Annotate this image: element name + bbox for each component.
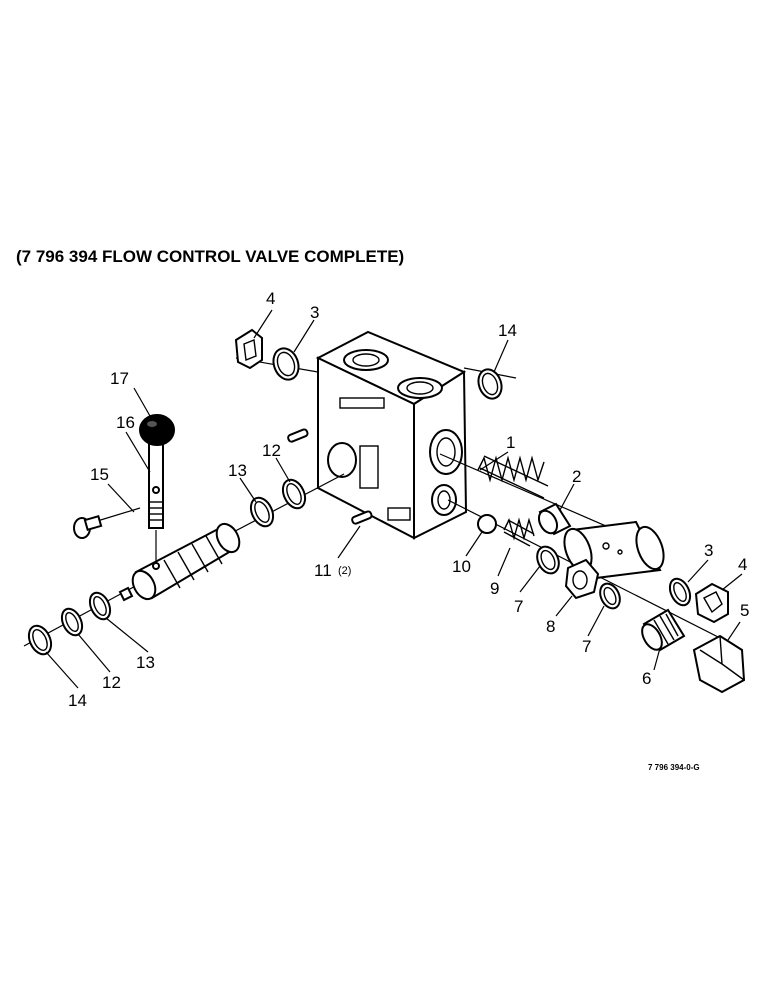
valve-spool <box>131 522 241 601</box>
nut-8 <box>564 558 600 600</box>
callout-4-right: 4 <box>738 555 747 574</box>
callout-10: 10 <box>452 557 471 576</box>
snap-ring-14-lower <box>27 624 53 656</box>
callout-8: 8 <box>546 617 555 636</box>
callout-14-lower: 14 <box>68 691 87 710</box>
callout-5: 5 <box>740 601 749 620</box>
knob-17 <box>139 414 175 446</box>
sleeve-2 <box>537 502 572 536</box>
callout-4-top: 4 <box>266 289 275 308</box>
roll-pin-11-lower <box>351 510 373 525</box>
callout-3-top: 3 <box>310 303 319 322</box>
o-ring-13-lower <box>88 591 112 621</box>
callout-12-lower: 12 <box>102 673 121 692</box>
callout-15: 15 <box>90 465 109 484</box>
roll-pin-11-upper <box>287 428 309 443</box>
cap-5 <box>692 634 746 694</box>
callout-13-lower: 13 <box>136 653 155 672</box>
callout-9: 9 <box>490 579 499 598</box>
diagram-title: (7 796 394 FLOW CONTROL VALVE COMPLETE) <box>16 247 404 266</box>
adjusting-stem-16 <box>148 439 164 529</box>
ball-10 <box>477 514 497 534</box>
drawing-reference-code: 7 796 394-0-G <box>648 763 700 772</box>
washer-7-upper <box>536 545 560 575</box>
callout-12-upper: 12 <box>262 441 281 460</box>
callout-14-upper: 14 <box>498 321 517 340</box>
o-ring-13-upper <box>249 496 275 528</box>
callout-7-upper: 7 <box>514 597 523 616</box>
spring-1 <box>477 455 549 499</box>
callout-13-upper: 13 <box>228 461 247 480</box>
adjusting-screw-6 <box>641 608 686 652</box>
leader-lines <box>45 309 743 689</box>
callout-7-lower: 7 <box>582 637 591 656</box>
callout-11: 11 <box>314 561 332 580</box>
o-ring-3-right <box>668 577 692 607</box>
callout-11-quantity: (2) <box>338 565 351 577</box>
callout-6: 6 <box>642 669 651 688</box>
callout-1: 1 <box>506 433 515 452</box>
top-o-ring-3 <box>272 347 300 381</box>
o-ring-12-lower <box>60 607 84 637</box>
valve-body <box>315 330 468 540</box>
washer-7-lower <box>599 582 621 610</box>
callout-16: 16 <box>116 413 135 432</box>
callout-17: 17 <box>110 369 129 388</box>
callout-3-right: 3 <box>704 541 713 560</box>
top-plug-4 <box>234 328 263 370</box>
screw-axis-line <box>93 507 141 523</box>
spring-9 <box>503 517 535 547</box>
set-screw-15 <box>73 515 103 539</box>
snap-ring-14-right <box>477 368 503 400</box>
callout-2: 2 <box>572 467 581 486</box>
o-ring-12-upper <box>281 478 307 510</box>
plug-4-right <box>694 582 729 624</box>
small-fitting <box>118 586 134 602</box>
